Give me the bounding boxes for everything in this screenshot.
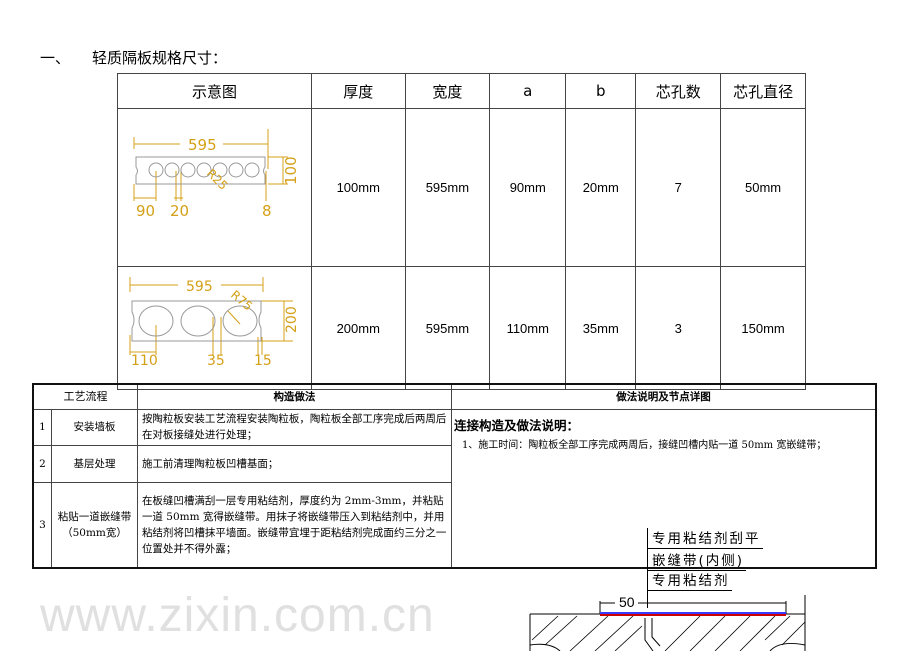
process-row: 2 基层处理 施工前清理陶粒板凹槽基面；: [32, 444, 876, 483]
header-thickness: 厚度: [311, 73, 406, 109]
spec-row: 595 90 20 8 100 R25 100mm 595mm 90mm 20m…: [117, 108, 806, 267]
section-number: 一、: [40, 49, 71, 67]
dimension-50-label: 50: [619, 594, 635, 610]
header-process: 工艺流程: [32, 383, 138, 410]
b-value: 20mm: [565, 108, 637, 267]
panel-200-diagram: 595 110 35 15 200 R75: [129, 277, 300, 369]
process-method: 在板缝凹槽满刮一层专用粘结剂，厚度约为 2mm-3mm，并粘贴一道 50mm 宽…: [136, 481, 452, 569]
dim-height-label: 200: [284, 306, 300, 333]
dim-a-label: 90: [136, 202, 155, 220]
label-adhesive: 专用粘结剂: [648, 572, 732, 591]
dim-b-label: 20: [170, 202, 189, 220]
header-b: b: [565, 73, 637, 109]
process-step: 基层处理: [51, 444, 138, 483]
spec-row: 595 110 35 15 200 R75 200mm 595mm 110mm …: [117, 266, 806, 390]
header-diameter: 芯孔直径: [720, 73, 806, 109]
dim-c-label: 15: [254, 353, 272, 369]
width-value: 595mm: [404, 108, 491, 267]
label-joint-tape: 嵌缝带(内侧): [648, 552, 747, 571]
header-diagram: 示意图: [117, 73, 312, 109]
a-value: 90mm: [489, 108, 567, 267]
process-method: 施工前清理陶粒板凹槽基面；: [136, 444, 452, 483]
process-step: 安装墙板: [51, 408, 138, 446]
a-value: 110mm: [489, 266, 567, 390]
dim-c-label: 8: [262, 202, 272, 220]
diameter-value: 50mm: [720, 108, 806, 267]
panel-drawing-200: 595 110 35 15 200 R75: [117, 266, 312, 390]
process-step: 粘贴一道嵌缝带 （50mm宽）: [51, 481, 138, 569]
process-row: 1 安装墙板 按陶粒板安装工艺流程安装陶粒板，陶粒板全部工序完成后两周后在对板接…: [32, 408, 877, 569]
dim-height-label: 100: [282, 156, 300, 185]
leader-line: [647, 528, 648, 608]
width-value: 595mm: [404, 266, 491, 390]
dim-width-label: 595: [186, 279, 213, 295]
process-row: 3 粘贴一道嵌缝带 （50mm宽） 在板缝凹槽满刮一层专用粘结剂，厚度约为 2mm…: [32, 481, 876, 569]
row-number: 1: [32, 408, 52, 446]
b-value: 35mm: [565, 266, 637, 390]
thickness-value: 200mm: [311, 266, 406, 390]
row-number: 2: [32, 444, 52, 483]
joint-detail-drawing: 50: [529, 594, 806, 651]
label-adhesive-finish: 专用粘结剂刮平: [648, 530, 763, 549]
step-label: 粘贴一道嵌缝带: [57, 510, 132, 523]
header-width: 宽度: [404, 73, 491, 109]
header-method: 构造做法: [136, 383, 452, 410]
notes-cell: 连接构造及做法说明： 1、施工时间：陶粒板全部工序完成两周后，接缝凹槽内贴一道 …: [450, 408, 877, 569]
section-title: 轻质隔板规格尺寸：: [92, 49, 228, 67]
row-number: 3: [32, 481, 52, 569]
diameter-value: 150mm: [720, 266, 806, 390]
dim-radius-label: R25: [204, 166, 231, 193]
holes-value: 3: [635, 266, 722, 390]
dim-b-label: 35: [207, 353, 225, 369]
note-item: 1、施工时间：陶粒板全部工序完成两周后，接缝凹槽内贴一道 50mm 宽嵌缝带；: [461, 439, 827, 451]
process-method: 按陶粒板安装工艺流程安装陶粒板，陶粒板全部工序完成后两周后在对板接缝处进行处理；: [136, 408, 452, 446]
dim-width-label: 595: [188, 136, 217, 154]
holes-value: 7: [635, 108, 722, 267]
thickness-value: 100mm: [311, 108, 406, 267]
process-table: 工艺流程 构造做法 做法说明及节点详图 1 安装墙板 按陶粒板安装工艺流程安装陶…: [32, 383, 877, 569]
process-header-row: 工艺流程 构造做法 做法说明及节点详图: [32, 383, 877, 410]
header-a: a: [489, 73, 567, 109]
notes-title: 连接构造及做法说明：: [453, 417, 579, 433]
spec-header-row: 示意图 厚度 宽度 a b 芯孔数 芯孔直径: [117, 73, 806, 109]
panel-drawing-100: 595 90 20 8 100 R25: [117, 108, 312, 267]
spec-table: 示意图 厚度 宽度 a b 芯孔数 芯孔直径 595 90 20 8 100 R…: [117, 73, 806, 390]
dim-a-label: 110: [131, 353, 158, 369]
panel-100-diagram: 595 90 20 8 100 R25: [133, 129, 300, 220]
watermark: www.zixin.com.cn: [40, 589, 435, 642]
header-notes: 做法说明及节点详图: [450, 383, 877, 410]
step-note: （50mm宽）: [62, 526, 127, 539]
header-holes: 芯孔数: [635, 73, 722, 109]
section-heading: 一、 轻质隔板规格尺寸：: [40, 47, 249, 68]
